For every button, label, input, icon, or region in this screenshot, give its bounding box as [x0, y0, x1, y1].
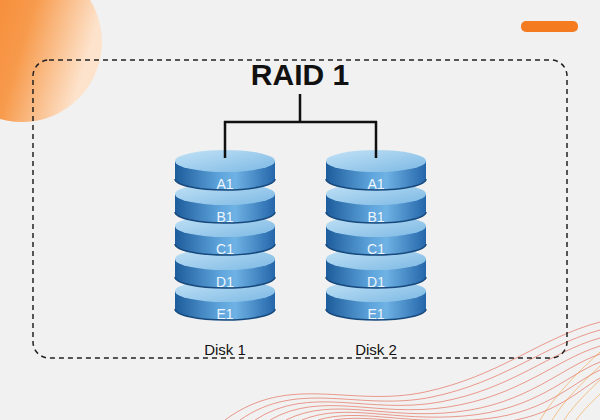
- wave-line: [225, 322, 600, 420]
- wave-line: [552, 366, 600, 420]
- wave-line: [240, 330, 600, 420]
- slice-top: [326, 215, 426, 237]
- block-label: C1: [326, 238, 426, 260]
- disk-label: Disk 1: [155, 340, 295, 360]
- slice-top: [326, 248, 426, 270]
- disk-block: A1: [175, 150, 275, 190]
- decor-waves: [540, 352, 600, 420]
- slice-top: [175, 248, 275, 270]
- wave-line: [576, 394, 600, 420]
- dashed-frame: [33, 60, 567, 358]
- block-label: B1: [326, 206, 426, 228]
- slice-top: [326, 280, 426, 302]
- decor-circle: [0, 0, 102, 122]
- decor-waves: [225, 322, 600, 420]
- wave-line: [564, 380, 600, 420]
- slice-top: [326, 150, 426, 172]
- slice-top: [175, 215, 275, 237]
- block-label: E1: [326, 303, 426, 325]
- wave-line: [286, 354, 600, 420]
- tree-bracket: [224, 94, 377, 158]
- block-label: A1: [326, 173, 426, 195]
- decor-bar: [521, 21, 578, 32]
- block-label: B1: [175, 206, 275, 228]
- block-label: D1: [326, 271, 426, 293]
- block-label: D1: [175, 271, 275, 293]
- wave-line: [255, 338, 600, 420]
- diagram-title: RAID 1: [0, 56, 600, 94]
- slice-top: [326, 183, 426, 205]
- wave-line: [302, 362, 600, 420]
- wave-line: [334, 378, 600, 420]
- disk-block: A1: [326, 150, 426, 190]
- block-label: E1: [175, 303, 275, 325]
- block-label: C1: [175, 238, 275, 260]
- disk-stack: A1B1C1D1E1Disk 1: [175, 150, 275, 362]
- slice-top: [175, 183, 275, 205]
- disk-label: Disk 2: [306, 340, 446, 360]
- wave-line: [540, 352, 600, 420]
- disk-stack: A1B1C1D1E1Disk 2: [326, 150, 426, 362]
- block-label: A1: [175, 173, 275, 195]
- slice-top: [175, 150, 275, 172]
- slice-top: [175, 280, 275, 302]
